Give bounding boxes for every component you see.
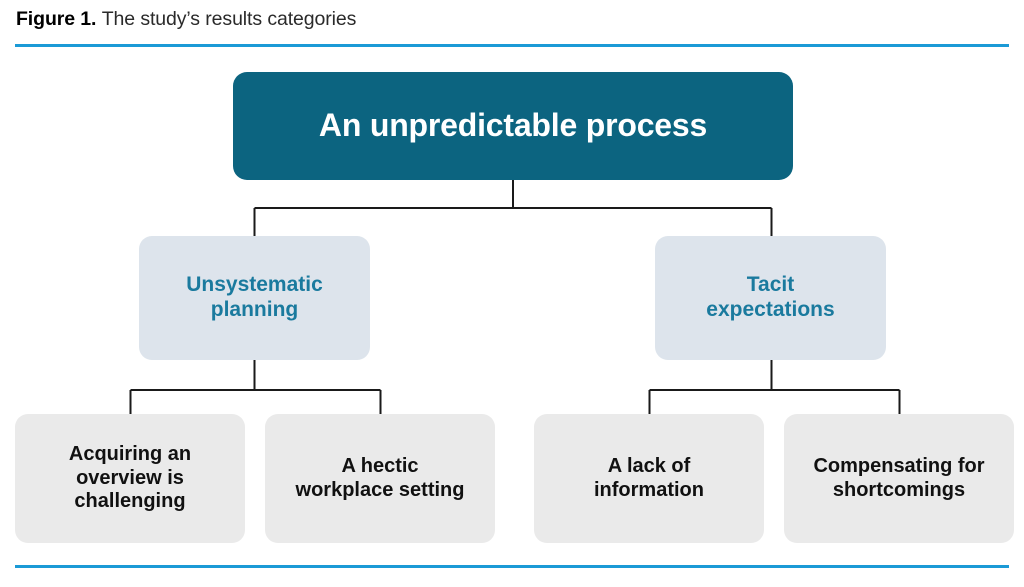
node-subcategory-lack-of-information[interactable]: A lack of information [534,414,764,543]
node-subcategory-acquiring-overview[interactable]: Acquiring an overview is challenging [15,414,245,543]
figure-divider-bottom [15,565,1009,568]
node-subcategory-label: Acquiring an overview is challenging [68,443,192,513]
node-category-label: Tacit expectations [706,273,835,321]
node-subcategory-label: A hectic workplace setting [295,454,465,501]
node-category-label: Unsystematic planning [186,273,323,321]
figure-caption: Figure 1. The study’s results categories [16,8,356,31]
node-category-unsystematic-planning[interactable]: Unsystematic planning [139,236,370,360]
node-root-label: An unpredictable process [318,107,708,144]
figure-caption-label: Figure 1. [16,8,97,30]
node-subcategory-label: Compensating for shortcomings [813,454,985,501]
figure-caption-text: The study’s results categories [101,8,357,30]
node-root[interactable]: An unpredictable process [233,72,793,180]
node-subcategory-hectic-workplace[interactable]: A hectic workplace setting [265,414,495,543]
node-subcategory-label: A lack of information [594,454,704,501]
caption-divider-top [15,44,1009,47]
node-category-tacit-expectations[interactable]: Tacit expectations [655,236,886,360]
node-subcategory-compensating-shortcomings[interactable]: Compensating for shortcomings [784,414,1014,543]
